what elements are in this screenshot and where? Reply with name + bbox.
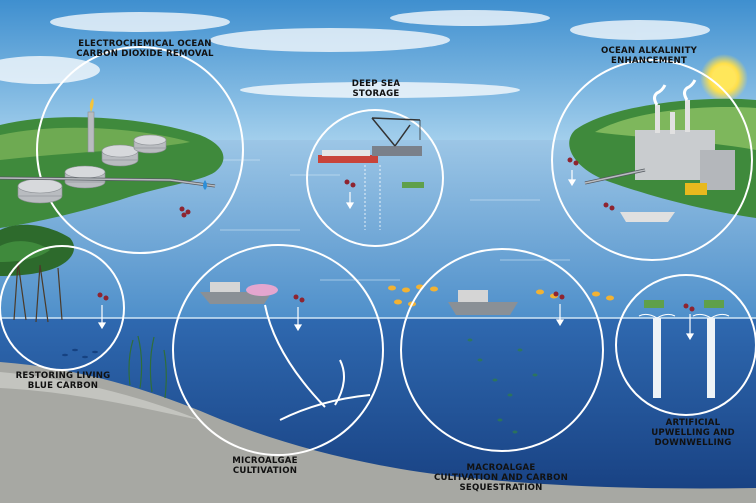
label-macroalgae: MACROALGAE CULTIVATION AND CARBON SEQUES… xyxy=(434,463,568,493)
clouds xyxy=(0,10,710,98)
macroalgae-cultivation xyxy=(400,248,604,452)
co2-particles xyxy=(97,157,695,312)
blue-carbon-mangroves xyxy=(0,245,125,371)
label-deep-sea-storage: DEEP SEA STORAGE xyxy=(351,79,401,99)
artificial-upwelling xyxy=(615,274,756,416)
label-upwelling: ARTIFICIAL UPWELLING AND DOWNWELLING xyxy=(651,418,735,448)
wave-highlights xyxy=(200,159,570,281)
label-microalgae: MICROALGAE CULTIVATION xyxy=(232,456,298,476)
label-ocean-alkalinity: OCEAN ALKALINITY ENHANCEMENT xyxy=(600,46,698,66)
electrochemical-plant xyxy=(0,46,244,254)
seaweed-buoys xyxy=(388,284,614,307)
label-blue-carbon: RESTORING LIVING BLUE CARBON xyxy=(15,371,111,391)
microalgae-cultivation xyxy=(172,244,384,456)
seabed xyxy=(0,362,756,503)
seagrass xyxy=(128,335,167,399)
deep-sea-storage xyxy=(306,109,444,247)
ocean-alkalinity-plant xyxy=(551,59,753,261)
downward-arrows xyxy=(97,170,695,341)
label-electrochemical: ELECTROCHEMICAL OCEAN CARBON DIOXIDE REM… xyxy=(76,39,214,59)
